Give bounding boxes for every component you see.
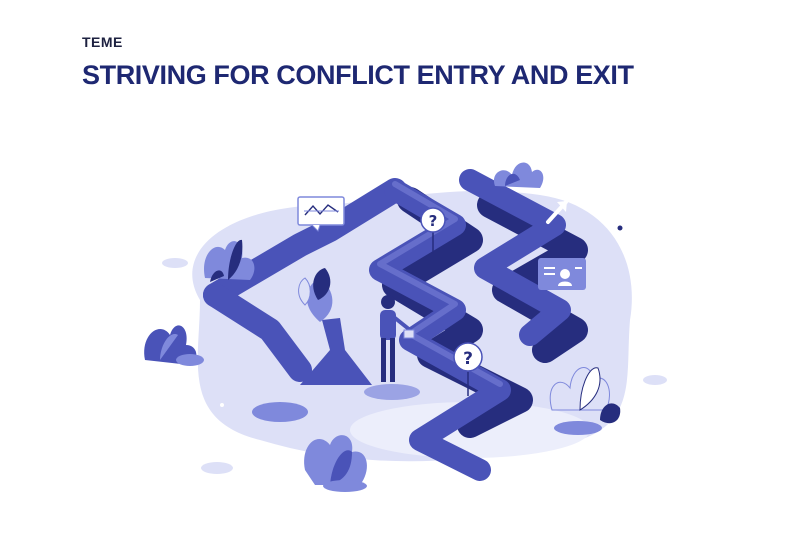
briefcase-icon	[403, 329, 415, 339]
leaf-icon	[298, 277, 311, 306]
plant-icon	[304, 435, 367, 492]
path-segment-front	[369, 179, 511, 481]
page-title: STRIVING FOR CONFLICT ENTRY AND EXIT	[82, 60, 634, 90]
cloud-icon	[201, 462, 233, 474]
plant-icon	[204, 239, 255, 282]
path-segment-front	[203, 283, 312, 382]
tree-trunk	[300, 318, 372, 385]
person-shadow	[364, 384, 420, 400]
plant-icon	[493, 162, 544, 188]
section-label: TEME	[82, 34, 123, 50]
maze-path-illustration: ? ?	[144, 162, 667, 492]
path-highlight	[377, 181, 503, 387]
question-pin-icon: ?	[453, 342, 483, 396]
path-segment-back	[382, 187, 533, 438]
plant-icon	[549, 367, 621, 435]
path-segment-front	[203, 178, 407, 307]
dot-icon	[617, 225, 623, 231]
plant-icon	[144, 325, 204, 366]
cloud-icon	[162, 258, 188, 268]
arrow-cursor-icon	[546, 200, 568, 224]
question-mark-text: ?	[463, 349, 473, 369]
path-segment-front	[459, 169, 571, 346]
leaf-icon	[313, 268, 331, 300]
tree-base	[252, 402, 308, 422]
dot-icon	[219, 402, 225, 408]
person-figure	[380, 295, 415, 382]
id-card-icon	[538, 258, 586, 290]
question-mark-text: ?	[429, 212, 438, 230]
chart-card-icon	[297, 196, 345, 232]
cloud-icon	[643, 375, 667, 385]
question-pin-icon: ?	[420, 207, 446, 254]
